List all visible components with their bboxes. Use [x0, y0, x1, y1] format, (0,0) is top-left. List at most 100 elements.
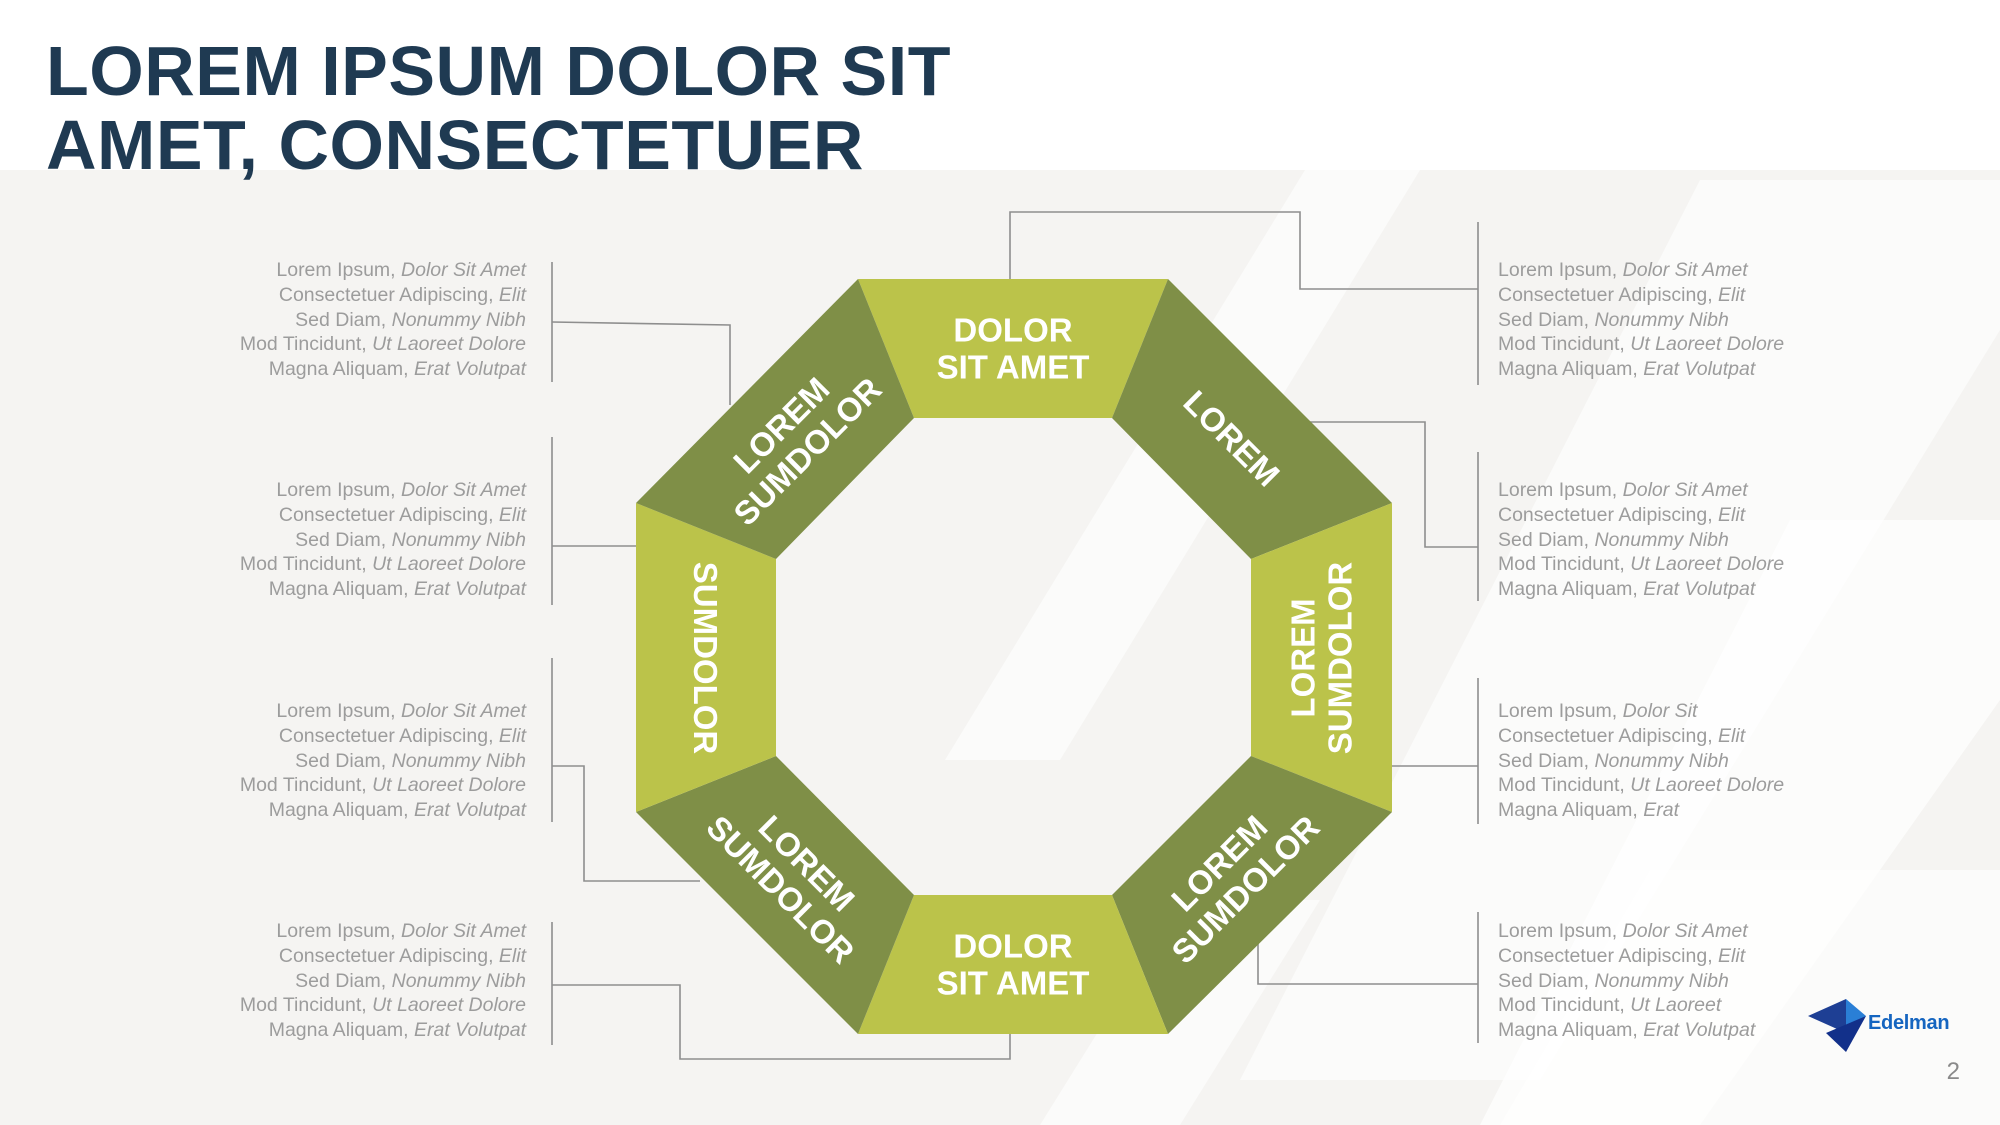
segment-label-right: LOREMSUMDOLOR — [1285, 562, 1359, 755]
text-normal: Magna Aliquam, — [1498, 358, 1644, 381]
text-normal: Consectetuer Adipiscing, — [1498, 724, 1719, 747]
text-normal: Lorem Ipsum, — [1498, 479, 1623, 501]
segment-label-line: LOREM — [1285, 598, 1322, 717]
text-italic: Dolor Sit Amet — [401, 259, 526, 281]
text-italic: Nonummy Nibh — [1594, 528, 1729, 551]
segment-label-line: DOLOR — [953, 312, 1072, 349]
text-line: Sed Diam, Nonummy Nibh — [0, 969, 526, 994]
text-normal: Consectetuer Adipiscing, — [278, 283, 499, 306]
text-italic: Nonummy Nibh — [1594, 969, 1729, 992]
text-line: Sed Diam, Nonummy Nibh — [1498, 749, 2000, 774]
text-normal: Sed Diam, — [295, 528, 392, 551]
connector-top-left — [551, 321, 731, 405]
text-line: Mod Tincidunt, Ut Laoreet — [1498, 993, 2000, 1018]
octagon-segments — [636, 279, 1392, 1034]
edelman-logo-icon — [1808, 999, 1866, 1052]
text-italic: Dolor Sit Amet — [1622, 920, 1748, 942]
text-italic: Ut Laoreet Dolore — [372, 994, 526, 1017]
title-line-2: AMET, CONSECTETUER — [46, 106, 864, 184]
text-italic: Ut Laoreet Dolore — [1630, 774, 1785, 797]
segment-top-right — [1112, 279, 1392, 559]
segment-bottom-right — [1112, 756, 1392, 1034]
text-normal: Consectetuer Adipiscing, — [278, 724, 499, 747]
text-line: Consectetuer Adipiscing, Elit — [1498, 283, 2000, 308]
text-normal: Consectetuer Adipiscing, — [278, 503, 499, 526]
text-normal: Sed Diam, — [295, 969, 392, 992]
text-line: Lorem Ipsum, Dolor Sit Amet — [1498, 919, 2000, 944]
text-line: Sed Diam, Nonummy Nibh — [1498, 308, 2000, 333]
text-normal: Consectetuer Adipiscing, — [278, 944, 499, 967]
text-normal: Mod Tincidunt, — [1498, 333, 1631, 356]
text-line: Magna Aliquam, Erat Volutpat — [0, 357, 526, 382]
text-italic: Nonummy Nibh — [1594, 749, 1729, 772]
connector-bottom — [552, 984, 1011, 1060]
text-italic: Elit — [498, 724, 526, 747]
text-normal: Sed Diam, — [295, 308, 392, 331]
title-line-1: LOREM IPSUM DOLOR SIT — [46, 32, 951, 110]
text-line: Lorem Ipsum, Dolor Sit Amet — [0, 699, 526, 724]
text-line: Sed Diam, Nonummy Nibh — [0, 528, 526, 553]
text-normal: Magna Aliquam, — [268, 578, 414, 601]
segment-label-line: SUMDOLOR — [687, 562, 724, 755]
text-normal: Lorem Ipsum, — [1498, 700, 1623, 722]
text-line: Consectetuer Adipiscing, Elit — [1498, 944, 2000, 969]
text-italic: Elit — [1718, 724, 1746, 747]
text-italic: Erat Volutpat — [1643, 358, 1756, 381]
text-normal: Sed Diam, — [295, 749, 392, 772]
text-line: Sed Diam, Nonummy Nibh — [1498, 528, 2000, 553]
text-normal: Consectetuer Adipiscing, — [1498, 944, 1719, 967]
text-line: Magna Aliquam, Erat Volutpat — [1498, 1018, 2000, 1043]
text-italic: Nonummy Nibh — [391, 528, 526, 551]
text-italic: Ut Laoreet Dolore — [1630, 553, 1785, 576]
text-line: Sed Diam, Nonummy Nibh — [1498, 969, 2000, 994]
connector-top — [1009, 211, 1478, 290]
segment-label-left: SUMDOLOR — [687, 562, 724, 755]
text-italic: Ut Laoreet Dolore — [1630, 333, 1785, 356]
segment-label-line: SIT AMET — [937, 349, 1090, 386]
text-italic: Erat Volutpat — [1643, 578, 1756, 601]
text-line: Mod Tincidunt, Ut Laoreet Dolore — [1498, 552, 2000, 577]
text-normal: Mod Tincidunt, — [1498, 774, 1631, 797]
segment-bottom — [858, 895, 1168, 1034]
segment-bottom-left — [636, 756, 914, 1034]
text-italic: Dolor Sit Amet — [401, 920, 526, 942]
text-normal: Sed Diam, — [1498, 528, 1595, 551]
text-normal: Lorem Ipsum, — [1498, 259, 1623, 281]
text-italic: Dolor Sit — [1622, 700, 1698, 722]
text-line: Magna Aliquam, Erat Volutpat — [1498, 577, 2000, 602]
connector-bottom-left — [552, 765, 700, 882]
text-line: Consectetuer Adipiscing, Elit — [1498, 503, 2000, 528]
text-normal: Mod Tincidunt, — [1498, 994, 1631, 1017]
text-line: Mod Tincidunt, Ut Laoreet Dolore — [0, 773, 526, 798]
text-italic: Dolor Sit Amet — [1622, 479, 1748, 501]
text-normal: Magna Aliquam, — [268, 799, 414, 822]
text-line: Consectetuer Adipiscing, Elit — [0, 724, 526, 749]
text-italic: Nonummy Nibh — [391, 969, 526, 992]
segment-right — [1251, 503, 1392, 812]
text-normal: Sed Diam, — [1498, 308, 1595, 331]
text-italic: Erat Volutpat — [413, 799, 526, 822]
segment-top-left — [636, 279, 914, 559]
text-normal: Magna Aliquam, — [268, 358, 414, 381]
connector-top-right — [1310, 421, 1478, 548]
segment-left — [636, 503, 776, 812]
text-normal: Lorem Ipsum, — [1498, 920, 1623, 942]
segment-label-line: SUMDOLOR — [1322, 562, 1359, 755]
text-line: Mod Tincidunt, Ut Laoreet Dolore — [0, 332, 526, 357]
text-line: Sed Diam, Nonummy Nibh — [0, 308, 526, 333]
page-number: 2 — [1946, 1058, 1960, 1085]
text-italic: Elit — [498, 283, 526, 306]
text-italic: Nonummy Nibh — [1594, 308, 1729, 331]
text-line: Mod Tincidunt, Ut Laoreet Dolore — [1498, 332, 2000, 357]
text-normal: Mod Tincidunt, — [1498, 553, 1631, 576]
text-italic: Elit — [498, 944, 526, 967]
text-italic: Elit — [1718, 283, 1746, 306]
